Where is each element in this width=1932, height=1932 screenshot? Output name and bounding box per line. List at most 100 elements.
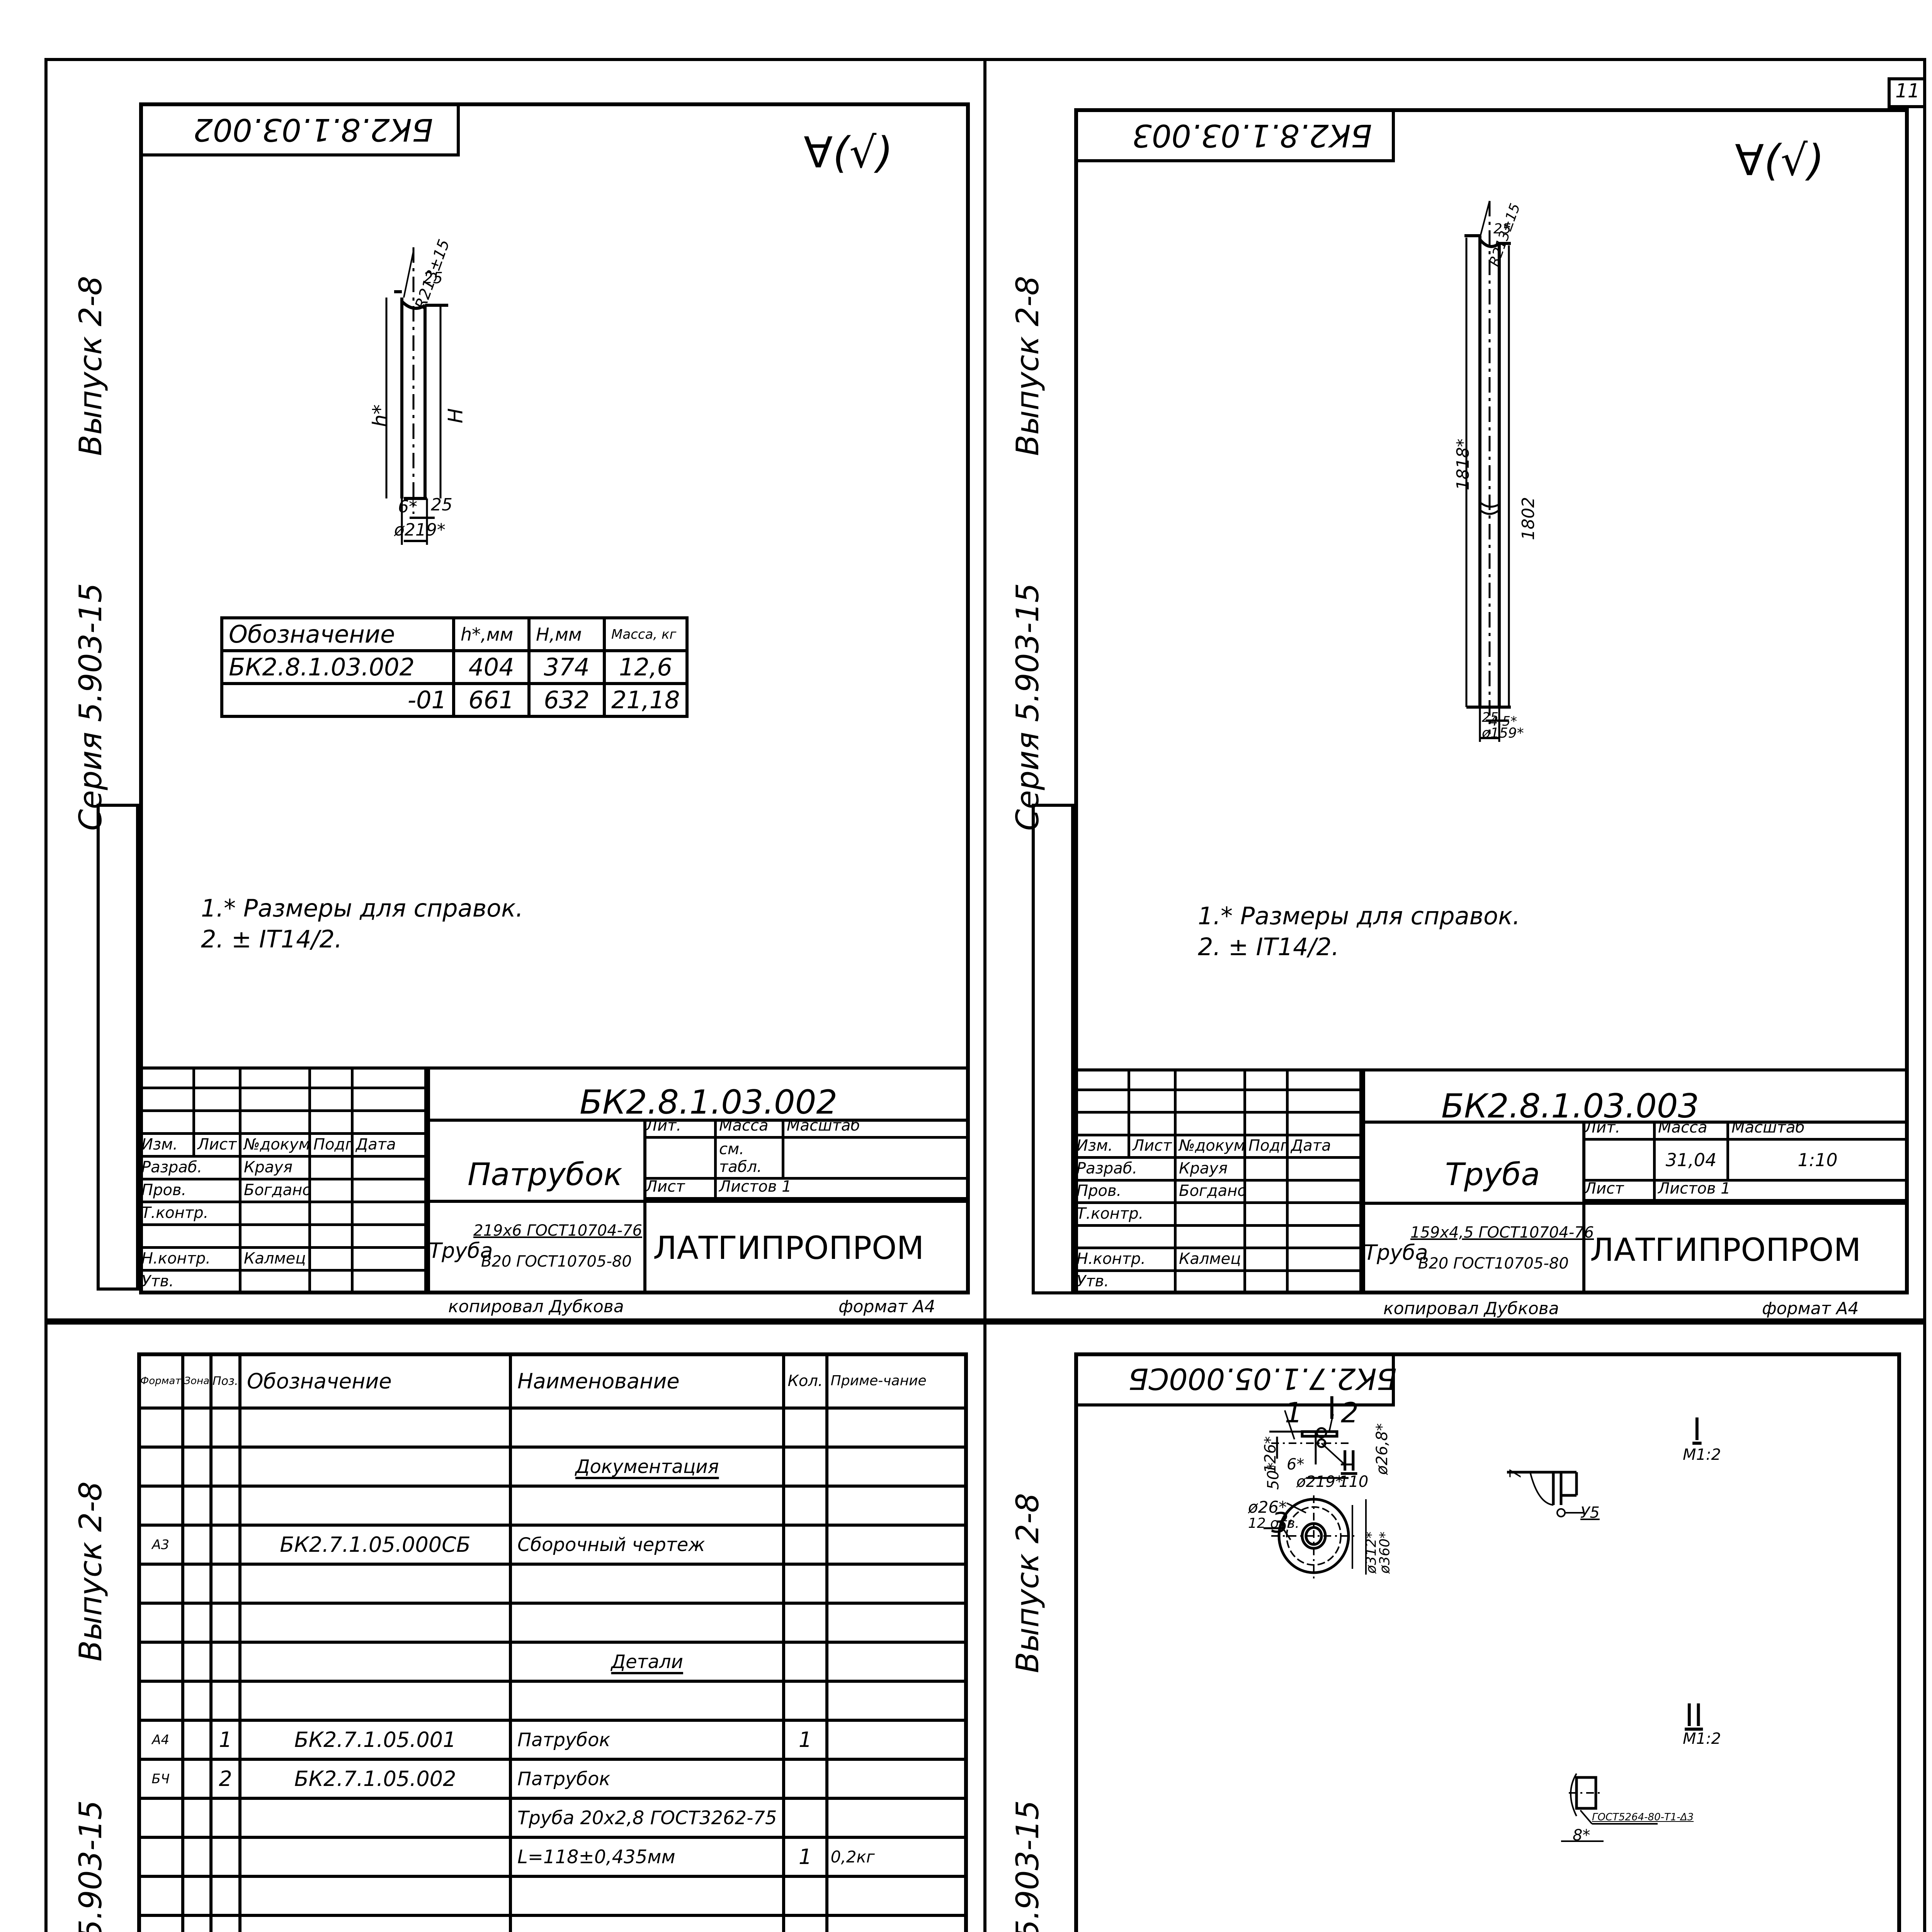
spec-cell (238, 1563, 512, 1605)
spec-cell: L=118±0,435мм (509, 1836, 786, 1878)
spec-cell: Патрубок (509, 1758, 786, 1800)
spec-row (137, 1914, 968, 1932)
side-stamp-strip (97, 804, 139, 1291)
spec-cell (181, 1446, 213, 1488)
page-number: 11 (1895, 80, 1920, 102)
spec-cell: Документация (509, 1446, 786, 1488)
spec-cell: БК2.7.1.05.001 (238, 1719, 512, 1761)
tb-material-top: 219x6 ГОСТ10704-76 (473, 1222, 642, 1240)
dim-d219: ø219* (1296, 1473, 1343, 1491)
col-header: Масса, кг (603, 616, 689, 652)
code-stamp (139, 102, 460, 156)
dim-d312: ø312* (1363, 1531, 1379, 1574)
table-row: БК2.8.1.03.002 404 374 12,6 (220, 649, 689, 685)
tb-material-label: Труба (429, 1238, 493, 1263)
spec-cell (181, 1875, 213, 1917)
spec-cell (825, 1524, 968, 1566)
spec-cell (209, 1680, 242, 1722)
drawing-frame (1074, 1352, 1901, 1932)
spec-cell (181, 1641, 213, 1683)
drawing-frame (1074, 108, 1909, 1294)
dim-diameter: ø159* (1482, 725, 1524, 741)
spec-cell (137, 1680, 184, 1722)
spec-cell (209, 1836, 242, 1878)
spec-cell: 1 (782, 1836, 828, 1878)
view-I-scale: М1:2 (1683, 1446, 1721, 1464)
spec-cell (137, 1602, 184, 1644)
roughness-symbol: ∀(√) (804, 128, 893, 177)
spec-cell (509, 1602, 786, 1644)
spec-cell (509, 1875, 786, 1917)
spec-cell (782, 1602, 828, 1644)
spec-cell (209, 1797, 242, 1839)
tb-divider (1582, 1121, 1585, 1294)
tb-divider (1362, 1202, 1909, 1205)
spec-row: Документация (137, 1446, 968, 1488)
spec-cell (181, 1602, 213, 1644)
spec-cell (782, 1563, 828, 1605)
dim-holes: 12 отв. (1248, 1515, 1299, 1531)
spec-cell (209, 1524, 242, 1566)
spec-cell (825, 1914, 968, 1932)
tb-material-bottom: В20 ГОСТ10705-80 (1418, 1255, 1569, 1272)
dim-d268: ø26,8* (1373, 1423, 1391, 1475)
table-row: -01 661 632 21,18 (220, 682, 689, 718)
variants-table: Обозначение h*,мм H,мм Масса, кг БК2.8.1… (220, 616, 689, 718)
spec-cell (238, 1875, 512, 1917)
spec-cell (825, 1680, 968, 1722)
dim-wall: 6* (398, 497, 417, 517)
tb-organization: ЛАТГИПРОПРОМ (1590, 1232, 1861, 1269)
dim-angle-top: 25 (423, 269, 443, 287)
spec-cell: БК2.7.1.05.000СБ (238, 1524, 512, 1566)
spec-cell (825, 1406, 968, 1449)
spec-cell (782, 1406, 828, 1449)
tb-organization: ЛАТГИПРОПРОМ (653, 1230, 924, 1267)
col-header: h*,мм (452, 616, 531, 652)
tb-divider (643, 1119, 646, 1294)
spec-cell: 1 (209, 1719, 242, 1761)
spec-cell (181, 1485, 213, 1527)
weld-gost: ГОСТ5264-80-Т1-Δ3 (1592, 1811, 1694, 1823)
spec-cell (181, 1524, 213, 1566)
callout-pos-2: 2 (1341, 1396, 1359, 1429)
spec-cell (238, 1680, 512, 1722)
spec-cell: БК2.7.1.05.002 (238, 1758, 512, 1800)
dim-angle-top: 25 (1493, 221, 1511, 237)
callout-pos-3: 3 (1271, 1507, 1289, 1539)
tb-divider (427, 1119, 970, 1122)
spec-cell: Патрубок (509, 1719, 786, 1761)
page-number-box (1888, 77, 1926, 108)
dim-50: 50* (1264, 1462, 1282, 1490)
spec-cell (137, 1875, 184, 1917)
spec-cell (209, 1641, 242, 1683)
spec-row (137, 1485, 968, 1527)
spec-cell: А4 (137, 1719, 184, 1761)
spec-cell (181, 1836, 213, 1878)
spec-cell: Труба 20x2,8 ГОСТ3262-75 (509, 1797, 786, 1839)
view-II-number: II (1685, 1697, 1703, 1733)
spec-cell (782, 1446, 828, 1488)
spec-cell (238, 1446, 512, 1488)
dim-angle-bottom: 25 (431, 495, 452, 515)
note-1: 1.* Размеры для справок. (1198, 902, 1520, 930)
note-2: 2. ± IT14/2. (1198, 933, 1339, 961)
spec-cell: 1 (782, 1719, 828, 1761)
spec-cell (137, 1406, 184, 1449)
tb-lit-mass-scale: Лит. Масса Масштаб см. табл. Лист Листов… (643, 1119, 970, 1200)
spec-cell (238, 1836, 512, 1878)
tb-name: Труба (1445, 1156, 1540, 1192)
spec-cell (181, 1914, 213, 1932)
spec-cell: 2 (209, 1758, 242, 1800)
spec-cell (181, 1406, 213, 1449)
spec-cell (782, 1680, 828, 1722)
spec-cell (238, 1485, 512, 1527)
spec-cell (181, 1563, 213, 1605)
spec-cell (181, 1719, 213, 1761)
footer-copied-by: копировал Дубкова (448, 1297, 624, 1316)
tb-material-bottom: В20 ГОСТ10705-80 (481, 1253, 632, 1270)
spec-cell (782, 1758, 828, 1800)
